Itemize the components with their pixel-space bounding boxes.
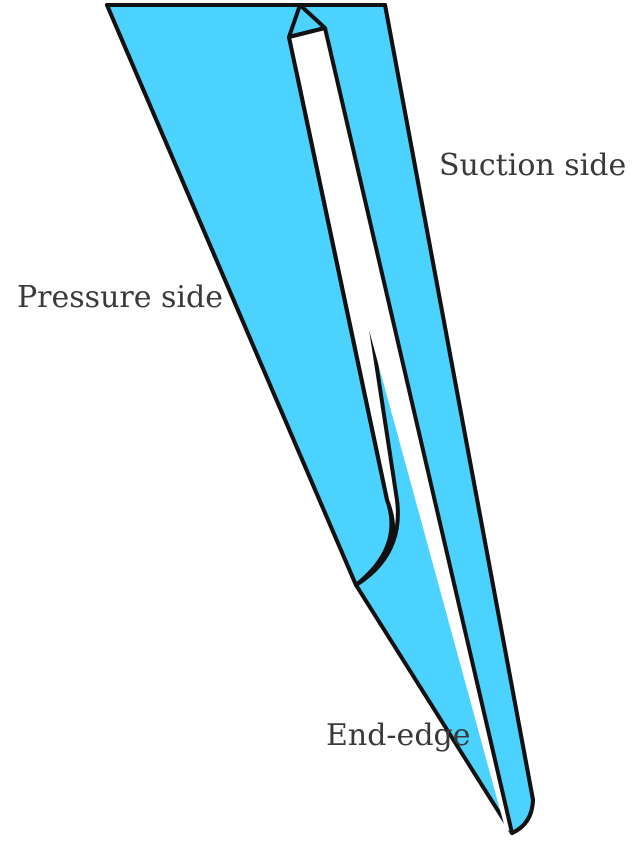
- pressure-side-label: Pressure side: [17, 280, 223, 315]
- suction-side-body: [298, 3, 535, 835]
- end-edge-label: End-edge: [326, 718, 471, 753]
- slot-outline: [287, 26, 394, 587]
- internal-slot: [289, 28, 512, 833]
- suction-side-label: Suction side: [439, 148, 627, 183]
